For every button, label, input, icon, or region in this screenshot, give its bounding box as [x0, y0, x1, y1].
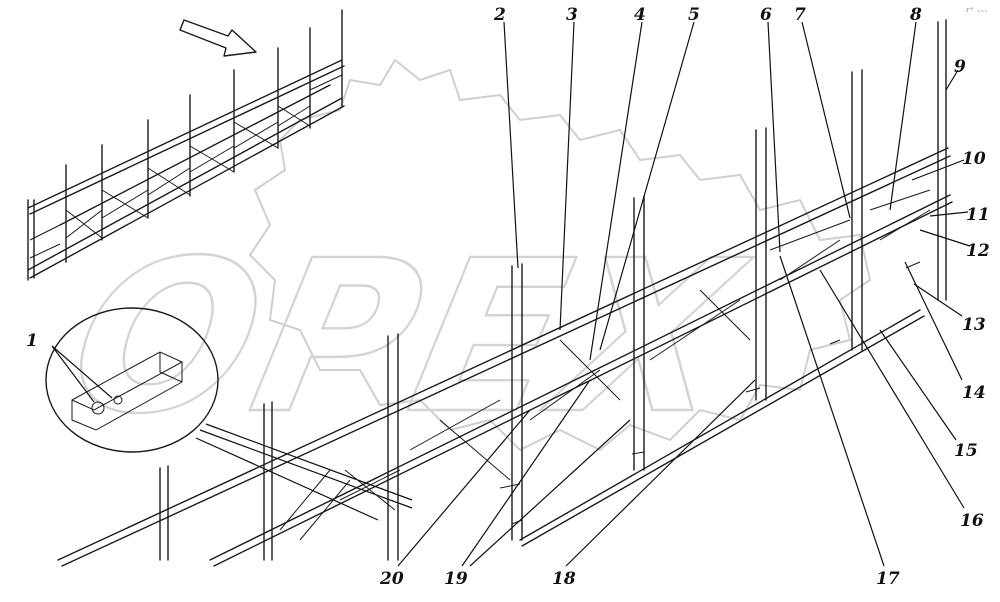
- watermark-gear-icon: [248, 58, 872, 452]
- callout-12: 12: [966, 241, 990, 261]
- callout-16: 16: [960, 511, 984, 531]
- callout-9: 9: [954, 57, 966, 77]
- callout-20: 20: [379, 569, 404, 589]
- main-frame: [57, 19, 953, 567]
- watermark: OPEX: [51, 58, 872, 462]
- callout-15: 15: [954, 441, 978, 461]
- callout-14: 14: [962, 383, 986, 403]
- callout-5: 5: [688, 5, 700, 25]
- callout-1: 1: [26, 331, 38, 351]
- callout-8: 8: [909, 5, 922, 25]
- callout-19: 19: [444, 569, 468, 589]
- callout-17: 17: [876, 569, 900, 589]
- watermark-brand: OPEX: [52, 216, 763, 460]
- callout-3: 3: [566, 5, 578, 25]
- callout-11: 11: [966, 205, 990, 225]
- direction-arrow-icon: [179, 19, 257, 57]
- callout-2: 2: [493, 5, 506, 25]
- callout-18: 18: [552, 569, 576, 589]
- callout-7: 7: [794, 5, 806, 25]
- callout-10: 10: [962, 149, 986, 169]
- callouts: 1 2 3 4 5 6 7 8 9 10 11 12 13 14 15 16 1…: [26, 5, 990, 589]
- overview-frame: [27, 9, 345, 281]
- leader-lines: [397, 21, 971, 567]
- callout-13: 13: [962, 315, 986, 335]
- callout-6: 6: [760, 5, 772, 25]
- corner-stamp: г° ₌₌₌: [966, 7, 988, 14]
- callout-4: 4: [634, 5, 646, 25]
